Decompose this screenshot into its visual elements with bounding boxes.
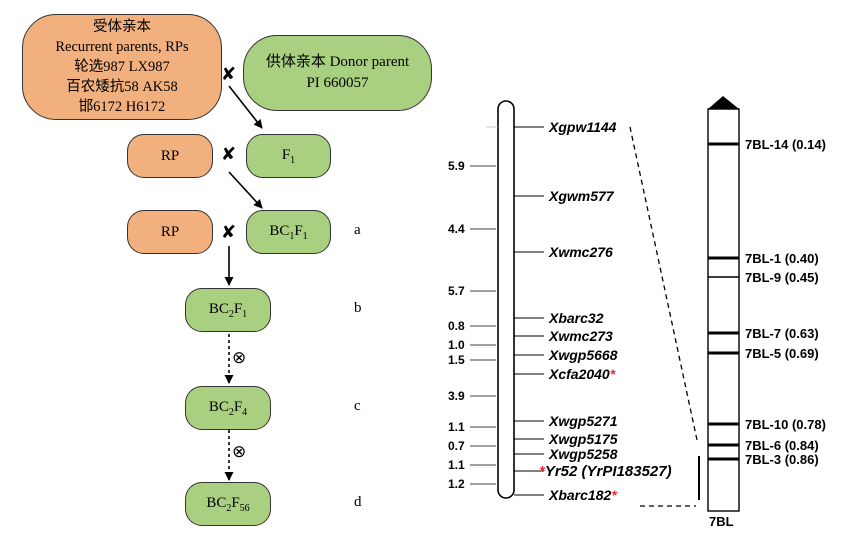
bin-label: 7BL-6 (0.84)	[745, 438, 819, 453]
rp-title-en: Recurrent parents, RPs	[55, 39, 189, 55]
linkage-chromosome	[497, 100, 515, 499]
bin-label: 7BL-14 (0.14)	[745, 137, 826, 152]
bc2f56-part: F	[231, 494, 240, 511]
significance-star: *	[611, 487, 617, 503]
distance-label: 1.2	[448, 477, 465, 491]
bin-label: 7BL-5 (0.69)	[745, 346, 819, 361]
bin-label: 7BL-10 (0.78)	[745, 417, 826, 432]
rp-title-cn: 受体亲本	[93, 19, 151, 35]
rp-node-2: RP	[127, 210, 213, 254]
bc1f1-sub: 1	[302, 230, 308, 242]
distance-label: 1.1	[448, 420, 465, 434]
recurrent-parents-box: 受体亲本 Recurrent parents, RPs 轮选987 LX987 …	[22, 14, 222, 120]
bc2f1-sub: 1	[242, 308, 248, 320]
marker-label: Xbarc182*	[548, 487, 617, 503]
f1-sub: 1	[290, 154, 296, 166]
marker-label: Xwgp5258	[548, 446, 618, 462]
correspondence-line-top	[629, 126, 698, 441]
bc2f56-sub: 56	[239, 502, 250, 514]
distance-label: 1.5	[448, 353, 465, 367]
distance-label: 5.7	[448, 284, 465, 298]
centromere-icon	[708, 96, 739, 109]
bin-label: 7BL-1 (0.40)	[745, 251, 819, 266]
f1-node: F1	[246, 134, 331, 178]
marker-label: Xgpw1144	[548, 119, 617, 135]
bc1f1-part: F	[294, 222, 303, 239]
donor-line-1: 供体亲本 Donor parent	[265, 54, 410, 70]
bc2f1-part: F	[233, 300, 243, 317]
donor-line-2: PI 660057	[306, 75, 369, 91]
selfing-icon: ⊗	[232, 348, 247, 368]
cross-icon: ✘	[221, 144, 237, 165]
arrow-to-f1	[228, 85, 263, 129]
bin-label: 7BL-3 (0.86)	[745, 452, 819, 467]
bc2f1-node: BC2F1	[185, 288, 271, 332]
marker-label: Xcfa2040*	[548, 366, 616, 382]
rp-node-2-label: RP	[160, 223, 180, 240]
distance-label: 0.8	[448, 319, 465, 333]
marker-label: Xgwm577	[548, 188, 615, 204]
bc2f4-part: F	[233, 398, 243, 415]
donor-parent-box: 供体亲本 Donor parent PI 660057	[243, 35, 432, 111]
distance-label: 5.9	[448, 159, 465, 173]
distance-label: 0.7	[448, 439, 465, 453]
cross-icon: ✘	[221, 222, 237, 243]
bc2f4-sub: 4	[242, 406, 248, 418]
rp-node-1: RP	[127, 134, 213, 178]
distance-label: 1.0	[448, 338, 465, 352]
bc2f56-node: BC2F56	[185, 482, 271, 526]
stage-label-b: b	[354, 300, 362, 316]
marker-label: Xwgp5668	[548, 347, 618, 363]
bc2f56-part: BC	[206, 494, 227, 511]
selfing-icon: ⊗	[232, 442, 247, 462]
marker-label: Xwmc273	[548, 328, 613, 344]
marker-label: Xwgp5271	[548, 413, 618, 429]
bc2f1-part: BC	[208, 300, 229, 317]
marker-label: Xwmc276	[548, 244, 613, 260]
bc2f4-sub: 2	[228, 406, 234, 418]
stage-label-a: a	[354, 222, 361, 238]
bin-label: 7BL-9 (0.45)	[745, 270, 819, 285]
bc2f1-sub: 2	[228, 308, 234, 320]
bc1f1-node: BC1F1	[246, 210, 331, 254]
bc1f1-sub: 1	[289, 230, 295, 242]
deletion-chromosome	[707, 108, 740, 512]
stage-label-d: d	[354, 494, 362, 510]
arrow-to-bc1f1	[228, 171, 263, 209]
bc2f4-part: BC	[208, 398, 229, 415]
bin-label: 7BL-7 (0.63)	[745, 326, 819, 341]
bc2f56-sub: 2	[226, 502, 232, 514]
cross-icon: ✘	[221, 64, 237, 85]
bc2f4-node: BC2F4	[185, 386, 271, 430]
rp-line-2: 百农矮抗58 AK58	[66, 79, 178, 95]
bc1f1-part: BC	[269, 222, 290, 239]
significance-star: *	[539, 463, 546, 480]
rp-node-1-label: RP	[160, 147, 180, 164]
f1-base: F	[281, 146, 291, 163]
stage-label-c: c	[354, 398, 361, 414]
rp-line-3: 邯6172 H6172	[78, 99, 166, 115]
significance-star: *	[610, 366, 616, 382]
marker-label: Xbarc32	[548, 310, 604, 326]
chromosome-label: 7BL	[709, 514, 734, 529]
rp-line-1: 轮选987 LX987	[74, 59, 170, 75]
marker-label: *Yr52 (YrPI183527)	[539, 463, 672, 480]
distance-label: 3.9	[448, 389, 465, 403]
distance-label: 4.4	[448, 222, 465, 236]
distance-label: 1.1	[448, 458, 465, 472]
marker-label: Xwgp5175	[548, 431, 618, 447]
